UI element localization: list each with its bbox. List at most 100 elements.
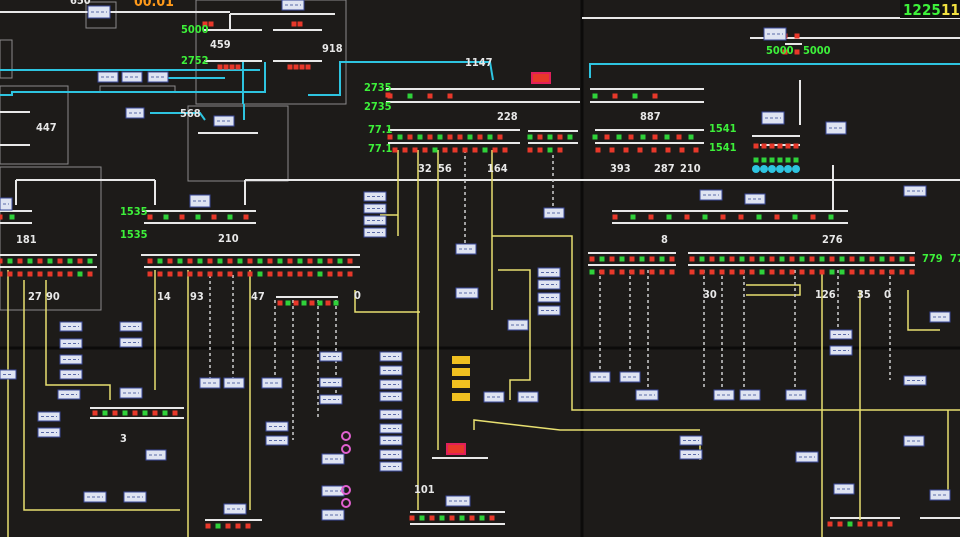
breaker-switch[interactable] (889, 269, 895, 275)
breaker-switch[interactable] (407, 93, 413, 99)
breaker-switch[interactable] (769, 269, 775, 275)
breaker-switch[interactable] (92, 410, 98, 416)
breaker-switch[interactable] (909, 256, 915, 262)
breaker-switch[interactable] (467, 134, 473, 140)
breaker-switch[interactable] (599, 256, 605, 262)
breaker-switch[interactable] (217, 258, 223, 264)
breaker-switch[interactable] (422, 147, 428, 153)
breaker-switch[interactable] (899, 269, 905, 275)
breaker-switch[interactable] (869, 256, 875, 262)
breaker-switch[interactable] (247, 258, 253, 264)
station-label[interactable] (517, 391, 539, 403)
breaker-switch[interactable] (7, 271, 13, 277)
station-label[interactable] (379, 449, 403, 460)
breaker-switch[interactable] (785, 143, 791, 149)
breaker-switch[interactable] (639, 256, 645, 262)
breaker-switch[interactable] (859, 256, 865, 262)
breaker-switch[interactable] (557, 134, 563, 140)
station-label[interactable] (744, 193, 766, 205)
station-label[interactable] (829, 345, 853, 356)
breaker-switch[interactable] (223, 64, 229, 70)
station-label[interactable] (121, 71, 143, 83)
breaker-switch[interactable] (810, 214, 816, 220)
station-label[interactable] (59, 369, 83, 380)
breaker-switch[interactable] (699, 256, 705, 262)
breaker-switch[interactable] (142, 410, 148, 416)
station-label[interactable] (379, 351, 403, 362)
warning-label-stack[interactable] (452, 356, 470, 401)
breaker-switch[interactable] (799, 256, 805, 262)
station-label[interactable] (795, 451, 819, 463)
breaker-switch[interactable] (217, 271, 223, 277)
breaker-switch[interactable] (792, 214, 798, 220)
station-label[interactable] (903, 375, 927, 386)
breaker-switch[interactable] (819, 269, 825, 275)
breaker-switch[interactable] (793, 143, 799, 149)
breaker-switch[interactable] (693, 147, 699, 153)
breaker-switch[interactable] (167, 271, 173, 277)
breaker-switch[interactable] (759, 256, 765, 262)
breaker-switch[interactable] (489, 515, 495, 521)
station-label[interactable] (97, 71, 119, 83)
breaker-switch[interactable] (769, 256, 775, 262)
breaker-switch[interactable] (619, 256, 625, 262)
breaker-switch[interactable] (839, 269, 845, 275)
breaker-switch[interactable] (679, 147, 685, 153)
breaker-switch[interactable] (619, 269, 625, 275)
breaker-switch[interactable] (612, 93, 618, 99)
breaker-switch[interactable] (652, 134, 658, 140)
breaker-switch[interactable] (809, 256, 815, 262)
breaker-switch[interactable] (387, 93, 393, 99)
station-label[interactable] (59, 321, 83, 332)
breaker-switch[interactable] (287, 64, 293, 70)
station-label[interactable] (363, 227, 387, 238)
breaker-switch[interactable] (899, 256, 905, 262)
breaker-switch[interactable] (325, 300, 331, 306)
station-label[interactable] (713, 389, 735, 401)
station-label[interactable] (537, 267, 561, 278)
station-label[interactable] (223, 377, 245, 389)
breaker-switch[interactable] (782, 49, 788, 55)
breaker-switch[interactable] (67, 258, 73, 264)
breaker-switch[interactable] (267, 271, 273, 277)
breaker-switch[interactable] (412, 147, 418, 153)
breaker-switch[interactable] (779, 256, 785, 262)
breaker-switch[interactable] (719, 256, 725, 262)
breaker-switch[interactable] (779, 269, 785, 275)
breaker-switch[interactable] (267, 258, 273, 264)
breaker-switch[interactable] (293, 300, 299, 306)
breaker-switch[interactable] (225, 523, 231, 529)
station-label[interactable] (363, 191, 387, 202)
breaker-switch[interactable] (235, 64, 241, 70)
breaker-switch[interactable] (452, 147, 458, 153)
breaker-switch[interactable] (337, 271, 343, 277)
station-label[interactable] (363, 203, 387, 214)
breaker-switch[interactable] (623, 147, 629, 153)
station-label[interactable] (147, 71, 169, 83)
station-label[interactable] (929, 489, 951, 501)
station-label[interactable] (83, 491, 107, 503)
station-label[interactable] (455, 243, 477, 255)
breaker-switch[interactable] (215, 523, 221, 529)
breaker-switch[interactable] (869, 269, 875, 275)
breaker-switch[interactable] (347, 258, 353, 264)
station-label[interactable] (483, 391, 505, 403)
station-label[interactable] (59, 354, 83, 365)
station-label[interactable] (265, 421, 289, 432)
breaker-switch[interactable] (317, 300, 323, 306)
breaker-switch[interactable] (828, 214, 834, 220)
breaker-switch[interactable] (648, 214, 654, 220)
breaker-switch[interactable] (207, 258, 213, 264)
breaker-switch[interactable] (761, 143, 767, 149)
station-label[interactable] (537, 292, 561, 303)
breaker-switch[interactable] (299, 64, 305, 70)
breaker-switch[interactable] (247, 271, 253, 277)
breaker-switch[interactable] (609, 147, 615, 153)
breaker-switch[interactable] (759, 269, 765, 275)
alarm-indicator[interactable] (531, 72, 551, 84)
breaker-switch[interactable] (208, 21, 214, 27)
breaker-switch[interactable] (217, 64, 223, 70)
breaker-switch[interactable] (293, 64, 299, 70)
breaker-switch[interactable] (112, 410, 118, 416)
breaker-switch[interactable] (482, 147, 488, 153)
